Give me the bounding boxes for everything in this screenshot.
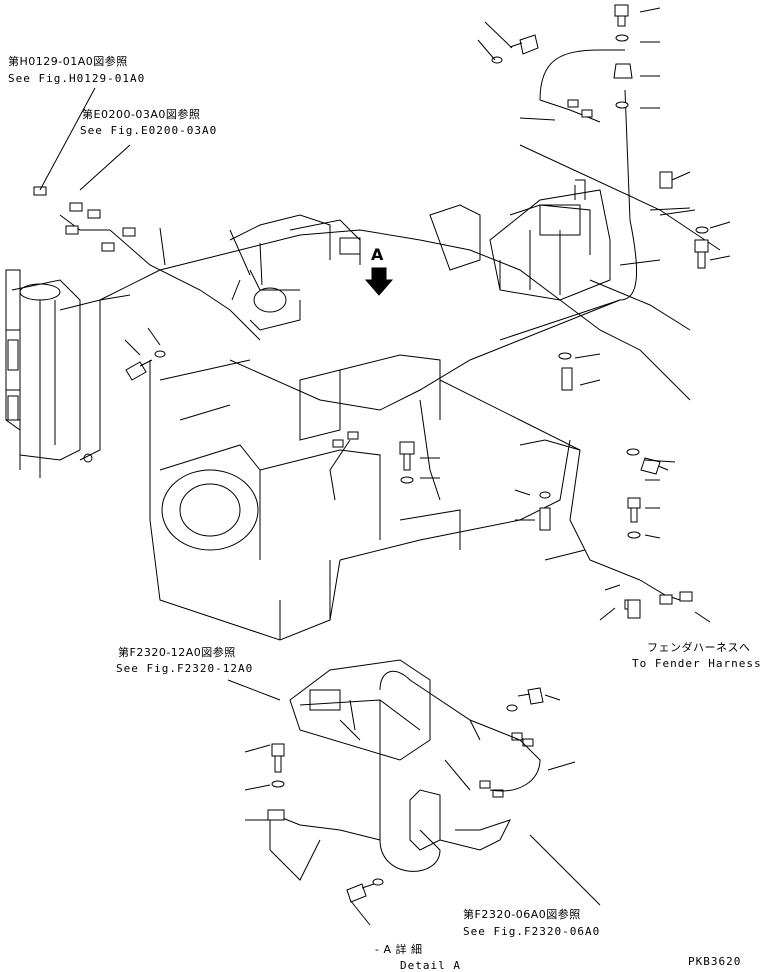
detail-a-jp: - A 詳 細: [375, 943, 423, 956]
ref-f2320-06-jp: 第F2320-06A0図参照: [463, 908, 581, 921]
fender-harness-en: To Fender Harness: [632, 657, 762, 670]
leader-lines: [40, 8, 730, 925]
transmission-body: [100, 205, 690, 640]
detail-a-en: Detail A: [400, 959, 461, 972]
bolts: [126, 5, 708, 902]
ref-f2320-12-en: See Fig.F2320-12A0: [116, 662, 254, 675]
detail-a-drawing: [268, 660, 540, 880]
fender-harness-jp: フェンダハーネスへ: [647, 641, 751, 654]
ref-f2320-06-en: See Fig.F2320-06A0: [463, 925, 601, 938]
ref-h0129-jp: 第H0129-01A0図参照: [8, 55, 128, 68]
filter-assembly: [6, 270, 130, 478]
drawing-number: PKB3620: [688, 955, 742, 968]
ref-e0200-en: See Fig.E0200-03A0: [80, 124, 218, 137]
ref-f2320-12-jp: 第F2320-12A0図参照: [118, 646, 236, 659]
detail-a-marker: A: [371, 245, 385, 264]
ref-e0200-jp: 第E0200-03A0図参照: [82, 108, 201, 121]
detail-a-arrow: [366, 268, 392, 295]
valve-block: [490, 145, 720, 330]
harness-lines: [60, 50, 680, 600]
ref-h0129-en: See Fig.H0129-01A0: [8, 72, 146, 85]
connectors: [34, 100, 692, 797]
